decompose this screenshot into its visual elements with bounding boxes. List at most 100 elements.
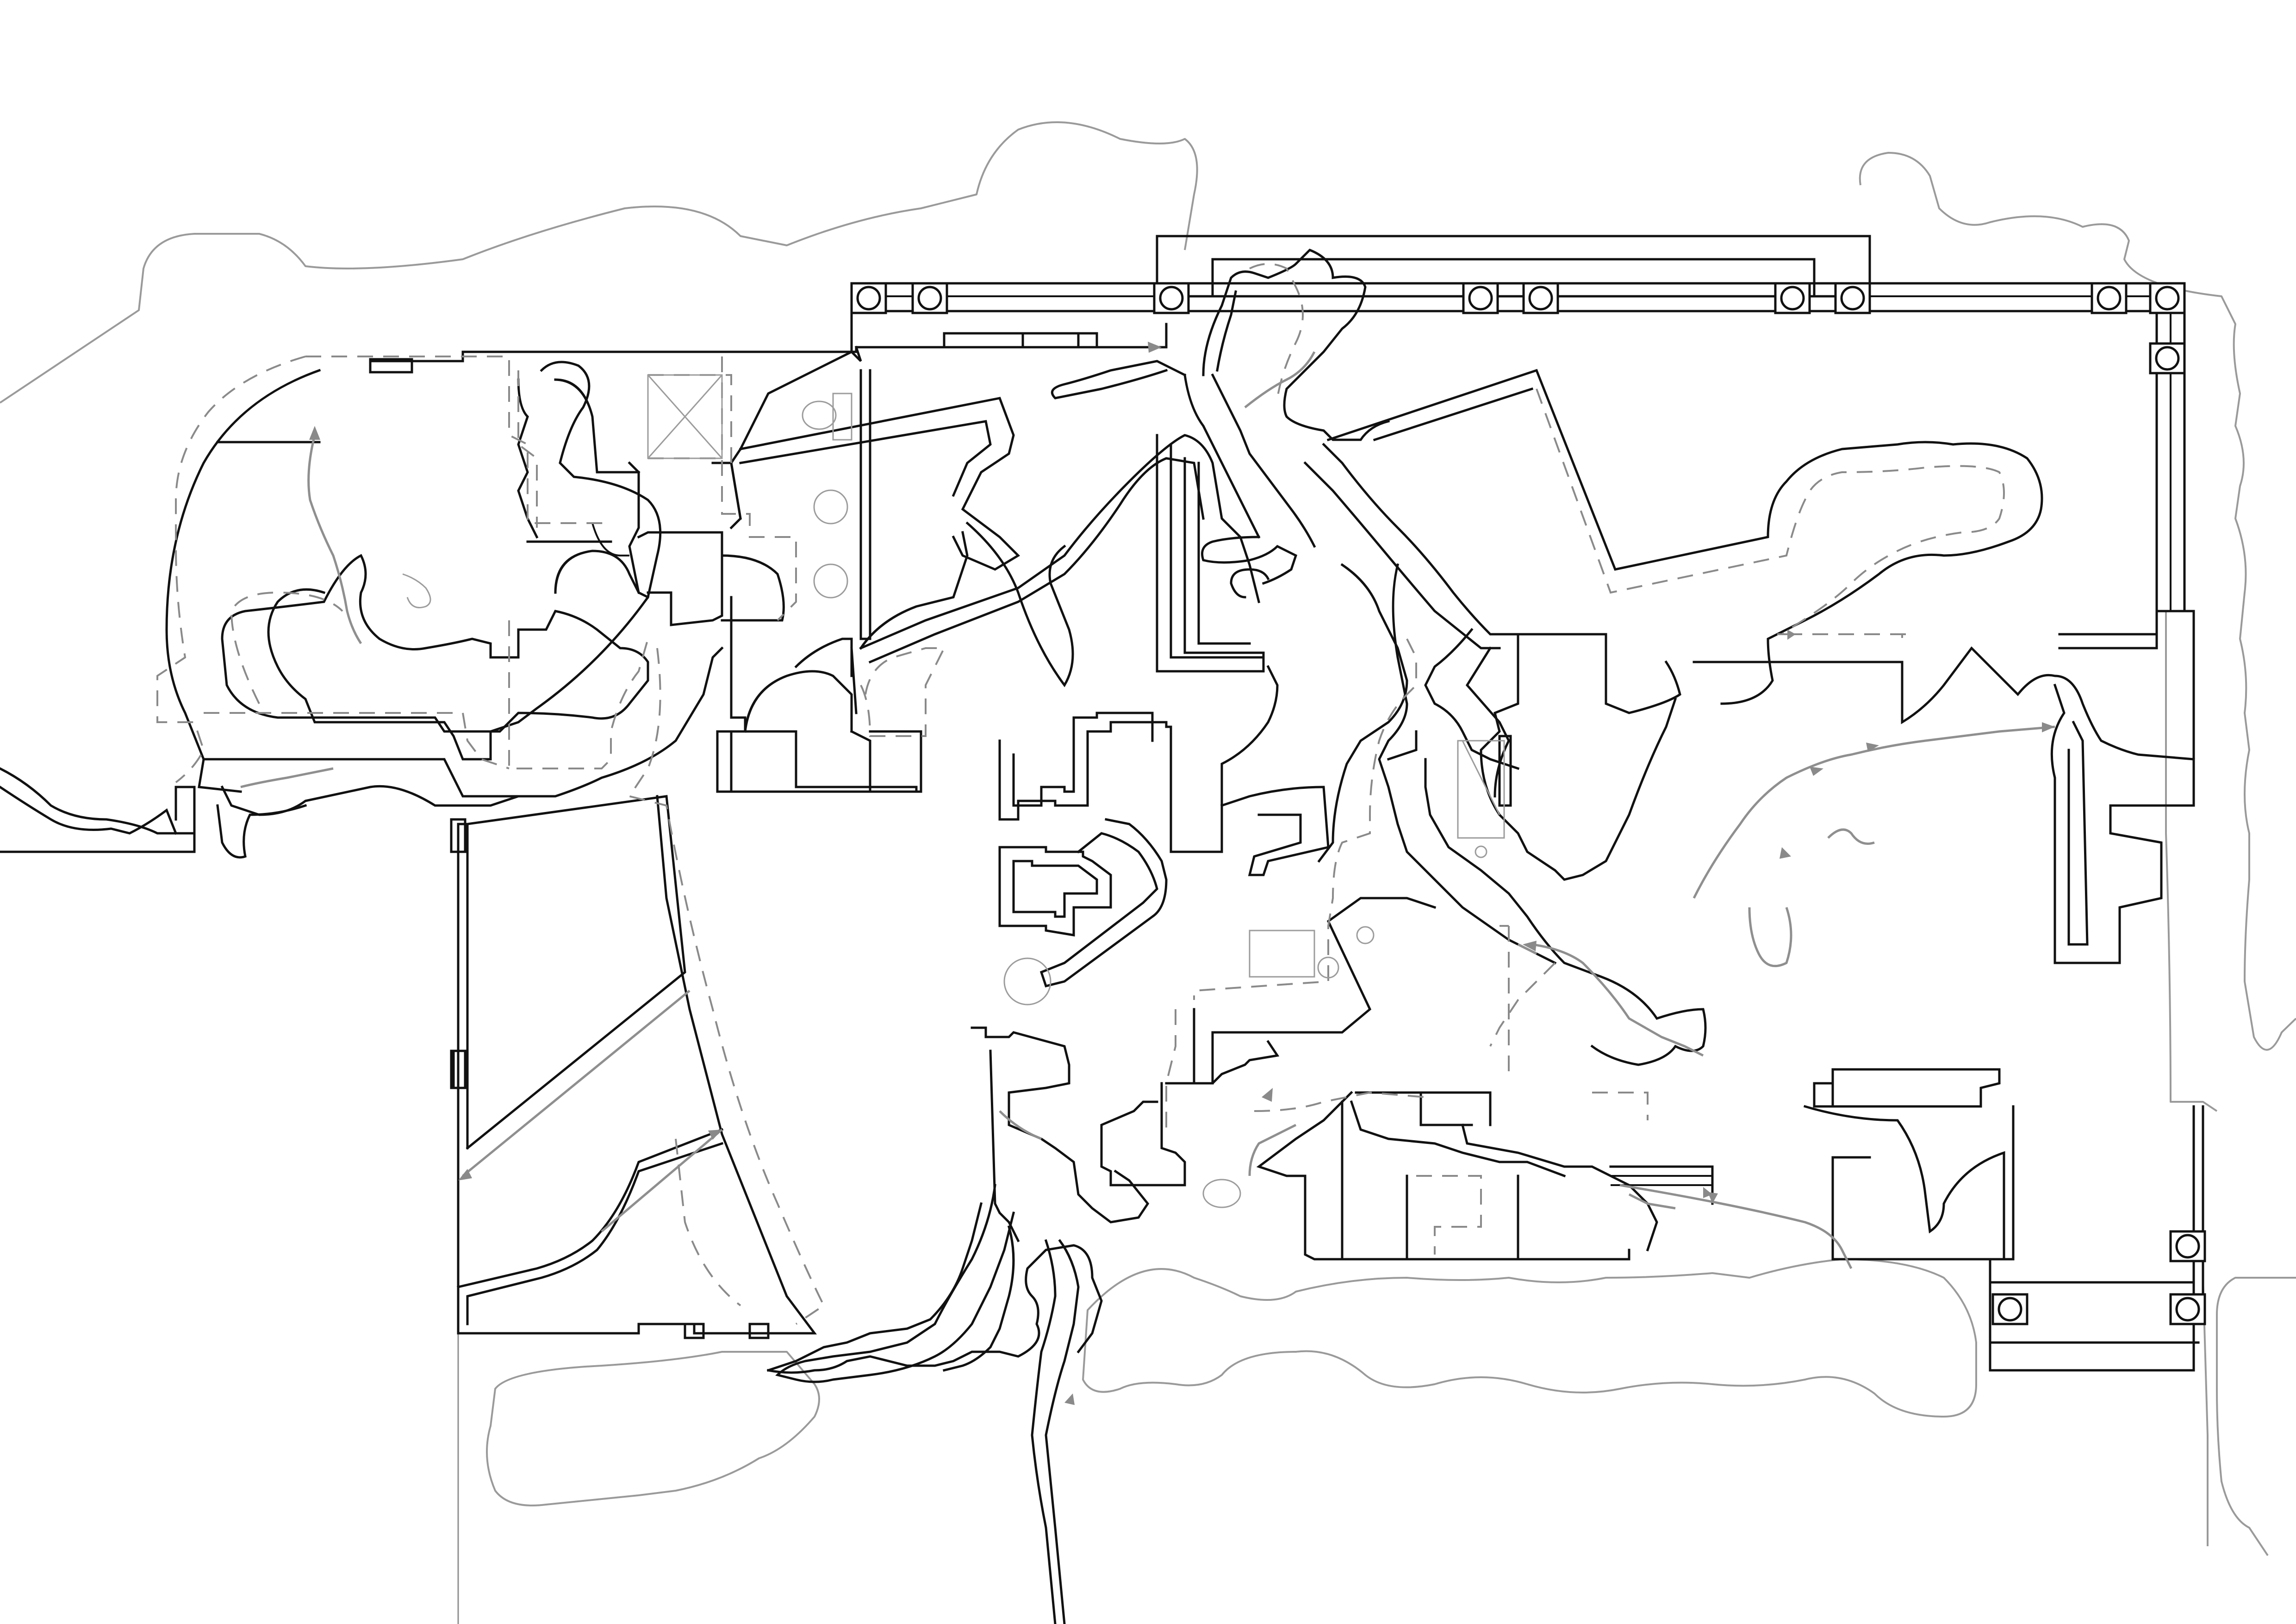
column xyxy=(2091,282,2128,314)
dashed-west-wing xyxy=(156,356,306,783)
east-room-block-stair xyxy=(2067,720,2089,946)
dashed-west-wing-d xyxy=(508,620,649,769)
column xyxy=(1834,282,1871,314)
window xyxy=(450,818,467,853)
south-central-block-b xyxy=(1350,1100,1566,1178)
dashed-north-ribbon xyxy=(1249,263,1304,399)
route-central-south xyxy=(1248,1124,1297,1176)
fixture-diagonal xyxy=(1462,740,1500,815)
west-stub-inner xyxy=(0,785,178,835)
fixture-spiral xyxy=(402,573,431,608)
column xyxy=(1774,282,1811,314)
dashed-south-central xyxy=(1254,1091,1426,1112)
south-central-block xyxy=(1193,897,1437,1085)
north-ribbon-tail xyxy=(1183,374,1261,539)
west-lower-room-b xyxy=(869,730,922,793)
south-stair-treads xyxy=(1611,1175,1712,1186)
northeast-room-wall-inner xyxy=(1303,461,1501,650)
south-west-lobby xyxy=(456,1128,724,1289)
center-east-room-left xyxy=(1317,563,1408,863)
route-arrow xyxy=(458,1169,472,1181)
fixture-oval xyxy=(1202,1179,1241,1208)
north-shaft-right-inner xyxy=(1197,462,1251,645)
route-arrow xyxy=(1866,743,1879,752)
dashed-west-corridor xyxy=(628,648,825,1325)
column xyxy=(1153,282,1190,314)
route-east-lower xyxy=(1748,907,1792,968)
fixture-toilet xyxy=(813,489,848,525)
northwest-door-arc-3 xyxy=(794,637,853,677)
dashed-northeast-room xyxy=(1536,388,2005,635)
south-central-rooms-d xyxy=(1355,1091,1492,1126)
south-lobby-inner xyxy=(466,1142,724,1325)
northeast-room-wall xyxy=(1322,443,1681,714)
fixture-box-crossed xyxy=(647,374,723,459)
south-central-rooms-c xyxy=(1341,1100,1519,1261)
south-central-rooms xyxy=(1100,1082,1186,1187)
circulation-routes xyxy=(240,351,2055,1269)
northwest-stair-block xyxy=(730,369,871,640)
terrain-contours xyxy=(0,121,2296,1556)
route-central-lower-arc xyxy=(1517,943,1537,955)
center-east-diagonal-3 xyxy=(1424,628,1520,770)
fixtures xyxy=(402,374,1505,1208)
east-south-block-c xyxy=(1989,1323,2200,1344)
route-south xyxy=(1628,1193,1676,1210)
north-portico-inner xyxy=(1211,258,1816,298)
route-arrow xyxy=(309,426,320,440)
central-room-tail xyxy=(1220,786,1330,876)
window xyxy=(748,1323,770,1339)
terrain-contour-south-center xyxy=(1082,1258,1977,1418)
west-stub-outer xyxy=(0,767,196,835)
north-portico-outer xyxy=(1156,235,1871,298)
fixture-small-round xyxy=(1475,845,1487,858)
route-arrow xyxy=(1703,1187,1712,1198)
dashed-west-inner xyxy=(204,591,510,769)
west-lower-room-a xyxy=(716,730,747,793)
dashed-west-wing-c xyxy=(721,356,797,621)
route-arrow xyxy=(1787,630,1796,640)
route-central-east xyxy=(1531,943,1704,1057)
dashed-west-south xyxy=(675,1138,741,1306)
west-wing-lower-wall xyxy=(220,785,548,816)
north-shaft-left xyxy=(1156,434,1265,673)
window-strips xyxy=(369,332,1834,1339)
route-west-curve-top xyxy=(240,767,334,788)
route-east-arc xyxy=(1692,725,2055,899)
central-corridor-return xyxy=(739,397,1020,571)
terrain-contour-south-east xyxy=(2216,1277,2296,1556)
central-block-north-wall xyxy=(716,596,918,793)
north-ribbon-lower xyxy=(1211,373,1316,548)
center-east-zigzag xyxy=(1480,633,1677,881)
dashed-south-central-c xyxy=(1592,1092,1649,1120)
terrain-contour-north-west xyxy=(0,121,1198,404)
east-south-rooms xyxy=(1813,1068,2001,1108)
north-ribbon-ramp xyxy=(1202,249,1390,441)
dashed-outlines xyxy=(156,263,2005,1325)
central-room-cluster-b-inner xyxy=(1012,860,1098,918)
west-wing-inner-curve xyxy=(267,361,662,761)
terrain-contour-south-east-left xyxy=(2202,1277,2209,1546)
south-west-fin xyxy=(766,1202,983,1372)
route-arrow xyxy=(708,1130,722,1140)
south-central-rooms-e xyxy=(1461,1123,1658,1252)
window xyxy=(1077,332,1098,349)
northwest-interior-wall-c xyxy=(637,531,723,626)
dashed-northeast-inner xyxy=(1786,633,1903,648)
column xyxy=(2149,282,2186,314)
fixture-basin xyxy=(802,400,837,430)
mid-south-complex xyxy=(971,1026,1150,1224)
mid-south-corridor-inner xyxy=(942,1225,1015,1372)
west-wing-loop xyxy=(221,554,649,733)
route-southeast xyxy=(1619,1184,1853,1269)
building-walls xyxy=(0,235,2204,1624)
north-shaft-right xyxy=(1183,457,1265,673)
central-block-east xyxy=(850,730,871,793)
center-east-cross xyxy=(1387,730,1418,761)
reference-lines xyxy=(0,851,459,1624)
central-corridor-left-return xyxy=(859,531,969,650)
northwest-ramp xyxy=(739,345,862,451)
west-stub-terminal xyxy=(0,832,196,853)
north-ribbon-pointer xyxy=(1051,360,1187,400)
